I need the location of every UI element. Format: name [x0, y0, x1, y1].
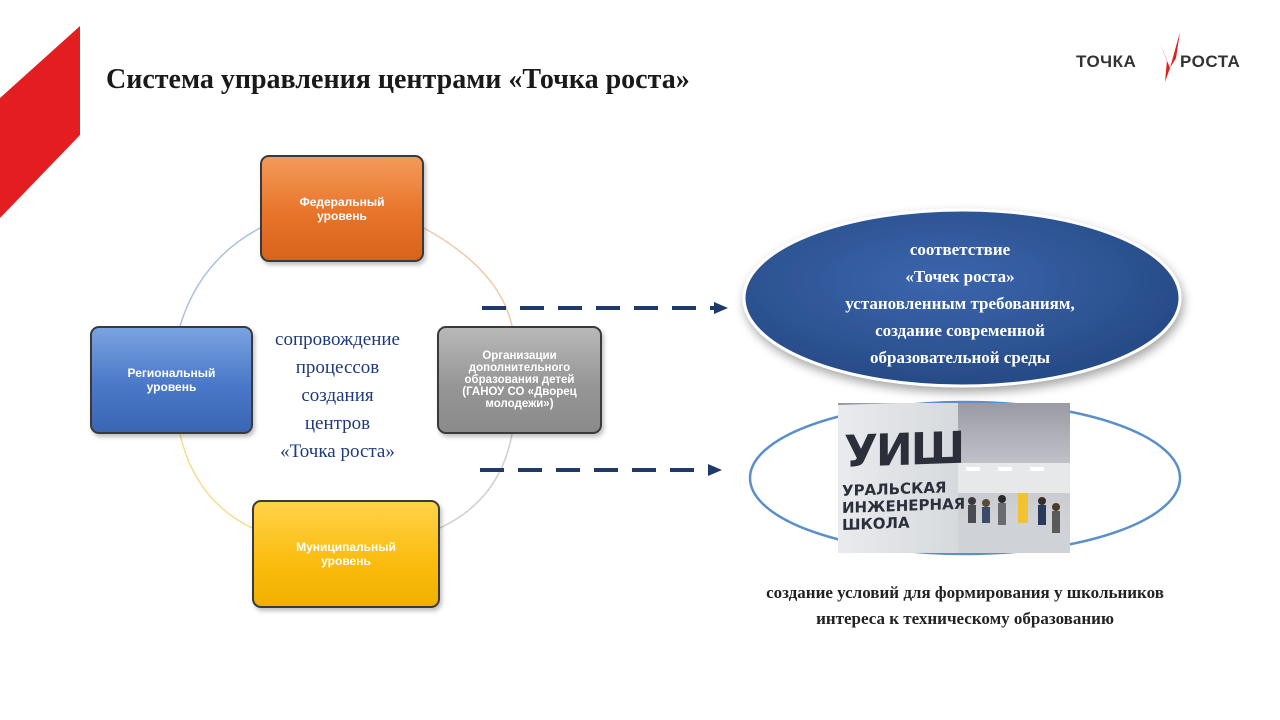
red-corner-ribbon — [0, 26, 80, 218]
connector-municipal-regional — [179, 433, 253, 529]
regional-level-box: Региональный уровень — [90, 326, 253, 434]
organizations-box: Организации дополнительного образования … — [437, 326, 602, 434]
tochka-rosta-logo: ТОЧКА РОСТА — [1072, 30, 1247, 88]
connector-org-municipal — [439, 433, 513, 529]
requirements-ellipse — [742, 208, 1182, 388]
municipal-level-box: Муниципальный уровень — [252, 500, 440, 608]
federal-level-box: Федеральный уровень — [260, 155, 424, 262]
result-caption: создание условий для формирования у школ… — [766, 583, 1164, 628]
engineering-school-photo: УИШ УРАЛЬСКАЯ ИНЖЕНЕРНАЯ ШКОЛА — [838, 403, 1070, 553]
connector-federal-org — [423, 227, 513, 327]
photo-sign-lines: УРАЛЬСКАЯ ИНЖЕНЕРНАЯ ШКОЛА — [842, 478, 966, 534]
photo-sign-big: УИШ — [844, 422, 964, 478]
logo-text-right: РОСТА — [1180, 52, 1241, 71]
logo-sprout-icon — [1160, 32, 1180, 82]
requirements-text: соответствие «Точек роста» установленным… — [845, 240, 1075, 367]
page-title: Система управления центрами «Точка роста… — [106, 64, 690, 95]
center-process-text: сопровождение процессов создания центров… — [275, 329, 400, 462]
connector-regional-federal — [179, 227, 261, 327]
arrowhead-upper-icon — [714, 302, 728, 314]
arrowhead-lower-icon — [708, 464, 722, 476]
photo-banner: УИШ УРАЛЬСКАЯ ИНЖЕНЕРНАЯ ШКОЛА — [838, 403, 965, 553]
photo-crowd-image — [958, 463, 1070, 553]
logo-text-left: ТОЧКА — [1076, 52, 1137, 71]
